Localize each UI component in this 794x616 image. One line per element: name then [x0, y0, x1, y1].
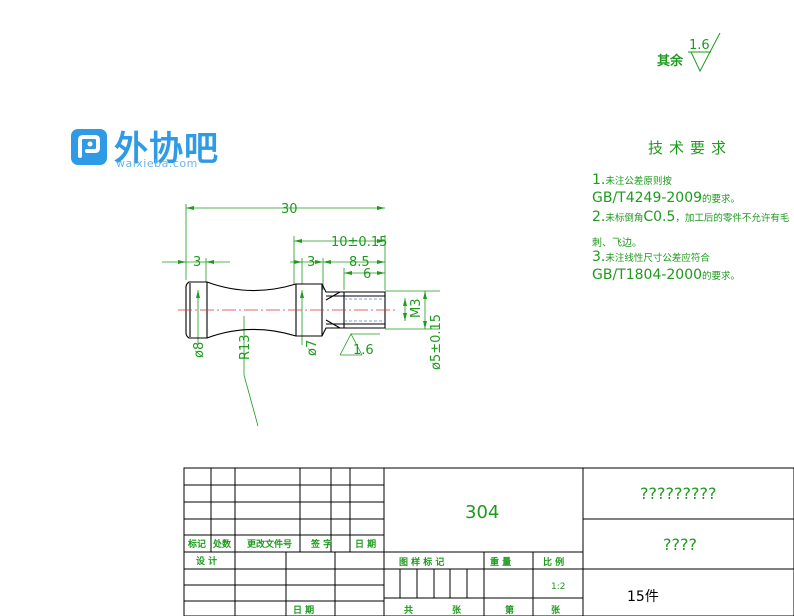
dim-overall-length: 30 [281, 202, 298, 217]
tb-label-design: 设 计 [196, 555, 217, 567]
dim-radius: R13 [238, 334, 253, 360]
dim-thread: M3 [409, 299, 424, 319]
req-3-line1: 3.未注线性尺寸公差应符合 [592, 249, 710, 265]
tb-part-name: ????????? [640, 484, 716, 503]
dim-neck-dia: ø7 [305, 340, 320, 356]
req-2-line2: 刺、飞边。 [592, 238, 642, 249]
roughness-other-label: 其余 [657, 54, 684, 69]
roughness-symbol-icon: 1.6 [688, 32, 721, 73]
tb-quantity: 15件 [627, 589, 659, 605]
logo-icon [71, 129, 107, 165]
dim-bore-dia: ø5±0.15 [429, 314, 444, 370]
tb-scale: 1:2 [551, 582, 565, 592]
logo-name: 外协吧 [114, 129, 219, 169]
tb-label-date-col: 日 期 [355, 538, 376, 550]
dim-bore-depth: 8.5 [349, 255, 370, 270]
tb-label-total: 共 [404, 604, 413, 616]
tb-label-date: 日 期 [293, 604, 314, 616]
tb-label-signature: 签 字 [310, 538, 332, 550]
tb-material: 304 [465, 502, 499, 523]
dim-thread-length: 6 [363, 267, 371, 282]
tb-label-stage-mark: 图 样 标 记 [399, 556, 444, 568]
tb-label-count: 处数 [212, 538, 232, 550]
req-1-line2: GB/T4249-2009的要求。 [592, 190, 741, 206]
tb-label-scale: 比 例 [543, 556, 564, 568]
dim-thread-depth: 10±0.15 [331, 235, 387, 250]
tb-label-mark: 标记 [187, 538, 206, 550]
tb-label-page: 第 [505, 604, 514, 616]
dim-right-shoulder: 3 [307, 255, 315, 270]
req-3-line2: GB/T1804-2000的要求。 [592, 267, 741, 283]
title-block [183, 467, 794, 616]
dim-roughness: 1.6 [353, 343, 374, 358]
dim-left-shoulder: 3 [193, 255, 201, 270]
tb-label-sheet: 张 [452, 604, 462, 616]
dim-head-dia: ø8 [192, 342, 207, 358]
tech-req-title: 技术要求 [648, 139, 733, 157]
tb-drawing-no: ???? [663, 535, 697, 554]
req-1-line1: 1.未注公差原则按 [592, 172, 672, 188]
req-2-line1: 2.未标倒角C0.5，加工后的零件不允许有毛 [592, 209, 790, 225]
logo-url: waixieba.com [116, 157, 198, 170]
tb-label-change-doc: 更改文件号 [247, 538, 292, 550]
tb-label-sheet2: 张 [551, 604, 561, 616]
roughness-value: 1.6 [689, 38, 710, 53]
tb-label-weight: 重 量 [490, 556, 511, 568]
